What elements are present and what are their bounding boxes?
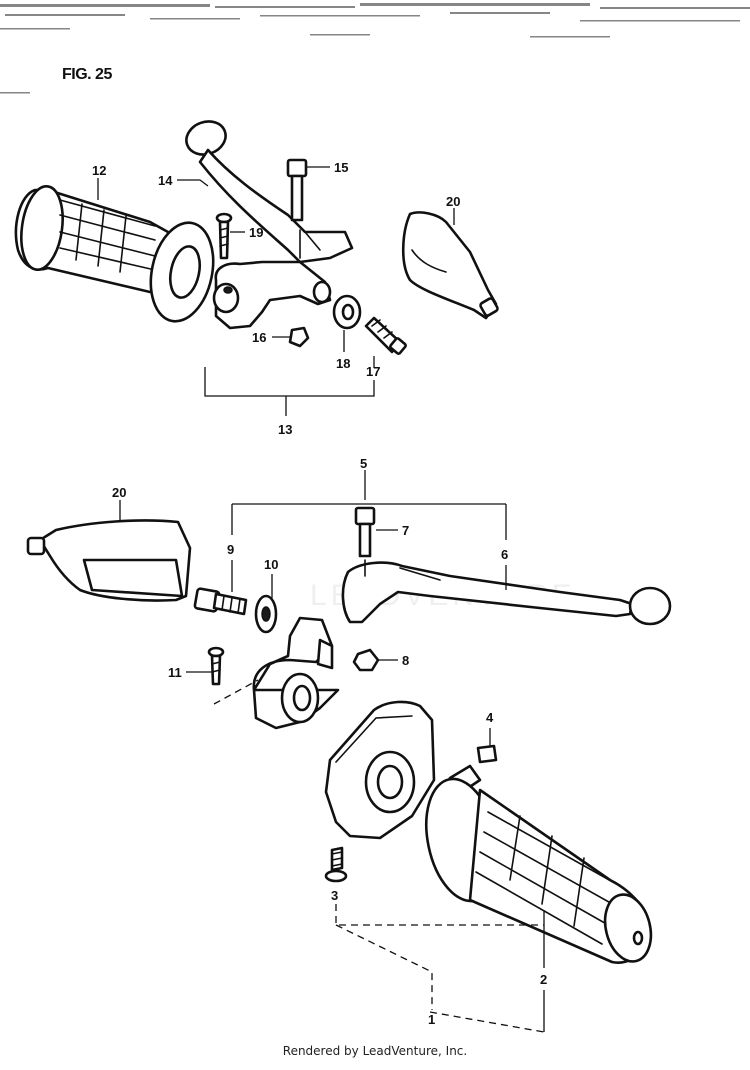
part-7-pivot-bolt <box>354 506 376 558</box>
part-4-set-piece <box>476 744 498 764</box>
part-16-nut <box>288 326 310 348</box>
callout-3: 3 <box>331 888 338 903</box>
part-2-throttle-grip <box>425 764 653 964</box>
callout-13: 13 <box>278 422 292 437</box>
part-8-nut <box>352 648 380 672</box>
callout-18: 18 <box>336 356 350 371</box>
footer-credit: Rendered by LeadVenture, Inc. <box>282 1044 468 1058</box>
callout-15: 15 <box>334 160 348 175</box>
leader-lines-lower <box>119 470 545 1033</box>
part-19-screw <box>215 212 233 260</box>
part-11-screw <box>207 646 225 686</box>
part-14-upper-lever <box>185 120 354 264</box>
callout-1: 1 <box>428 1012 435 1027</box>
figure-title: FIG. 25 <box>62 66 112 83</box>
scan-noise <box>0 3 750 94</box>
part-1-throttle-housing <box>324 700 436 840</box>
part-3-screw <box>324 846 348 883</box>
part-12-left-grip <box>14 185 215 323</box>
part-9-adjuster-bolt <box>193 587 248 616</box>
callout-5: 5 <box>360 456 367 471</box>
callout-12: 12 <box>92 163 106 178</box>
part-10-washer <box>254 594 278 634</box>
callout-20-upper: 20 <box>446 194 460 209</box>
callout-9: 9 <box>227 542 234 557</box>
part-15-pivot-bolt <box>286 158 308 222</box>
callout-4: 4 <box>486 710 494 725</box>
callout-20-lower: 20 <box>112 485 126 500</box>
part-6-lower-lever <box>341 561 672 626</box>
callout-11: 11 <box>168 665 182 680</box>
callout-6: 6 <box>501 547 508 562</box>
callout-2: 2 <box>540 972 547 987</box>
callout-16: 16 <box>252 330 266 345</box>
callout-7: 7 <box>402 523 409 538</box>
part-18-washer <box>332 294 362 330</box>
part-13-perch <box>212 260 332 330</box>
callout-labels: 12 14 15 19 20 16 18 17 13 5 20 7 9 6 10… <box>92 160 547 1027</box>
part-20-lower-boot <box>26 519 192 602</box>
callout-14: 14 <box>158 173 173 188</box>
part-5-perch <box>252 616 340 730</box>
leader-lines-upper <box>97 166 455 416</box>
callout-10: 10 <box>264 557 278 572</box>
part-17-adjuster-bolt <box>364 316 407 355</box>
callout-17: 17 <box>366 364 380 379</box>
callout-8: 8 <box>402 653 409 668</box>
part-20-upper-boot <box>401 211 499 320</box>
callout-19: 19 <box>249 225 263 240</box>
